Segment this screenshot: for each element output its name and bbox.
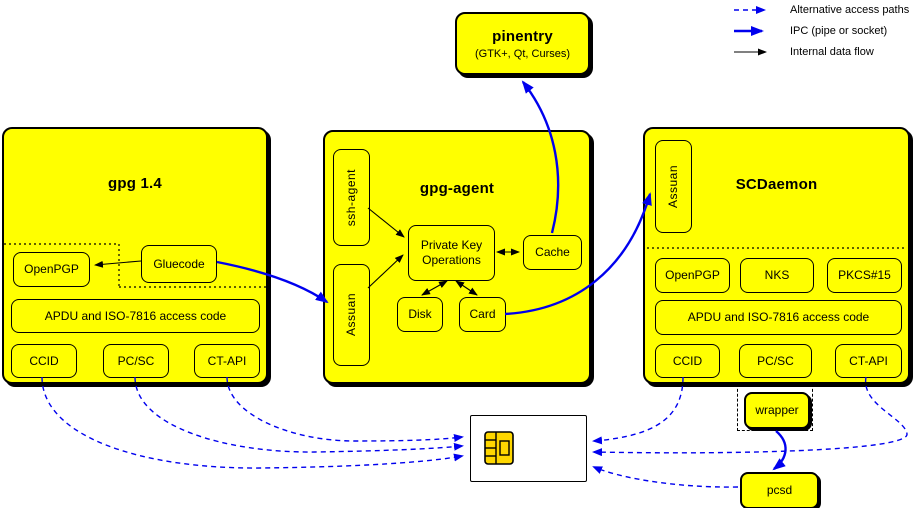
smartcard-chip-icon: [484, 431, 514, 465]
scdaemon-title: SCDaemon: [735, 176, 818, 193]
gpg14-title: gpg 1.4: [108, 175, 162, 192]
legend-label-ipc: IPC (pipe or socket): [790, 25, 888, 37]
scdaemon-pkcs15-node: PKCS#15: [827, 258, 902, 293]
alt-scdaemon-ccid-to-card: [592, 376, 684, 445]
gpg-agent-box: gpg-agent ssh-agent Assuan Private Key O…: [323, 130, 591, 384]
gpg14-pcsc-node: PC/SC: [103, 344, 169, 378]
alt-gpg14-ctapi-to-card: [226, 376, 464, 442]
scdaemon-ccid-node: CCID: [655, 344, 720, 378]
gpg-agent-title: gpg-agent: [419, 180, 495, 197]
pcsd-node: pcsd: [740, 472, 819, 508]
scdaemon-ctapi-node: CT-API: [835, 344, 902, 378]
ipc-wrapper-to-pcsd: [772, 430, 787, 471]
gpg14-openpgp-node: OpenPGP: [13, 252, 90, 287]
gpg-agent-cache-node: Cache: [523, 235, 582, 270]
alt-pcsd-to-card: [592, 466, 739, 488]
wrapper-node: wrapper: [744, 392, 810, 429]
scdaemon-box: SCDaemon Assuan OpenPGP NKS PKCS#15 APDU…: [643, 127, 910, 384]
gpg14-box: gpg 1.4 OpenPGP Gluecode APDU and ISO-78…: [2, 127, 268, 384]
gpg14-gluecode-node: Gluecode: [141, 245, 217, 283]
alt-gpg14-ccid-to-card: [41, 376, 464, 469]
scdaemon-pcsc-node: PC/SC: [739, 344, 812, 378]
gpg14-ctapi-node: CT-API: [194, 344, 260, 378]
scdaemon-assuan-node: Assuan: [655, 140, 692, 233]
scdaemon-nks-node: NKS: [740, 258, 814, 293]
gpg14-apdu-node: APDU and ISO-7816 access code: [11, 299, 260, 333]
alt-gpg14-pcsc-to-card: [134, 376, 464, 453]
legend-label-alternative-access: Alternative access paths: [790, 4, 910, 16]
gpg-agent-assuan-node: Assuan: [333, 264, 370, 366]
gpg-agent-private-key-operations-node: Private Key Operations: [408, 225, 495, 281]
smartcard: [470, 415, 587, 482]
pinentry-subtitle: (GTK+, Qt, Curses): [474, 47, 571, 60]
gpg-agent-ssh-agent-node: ssh-agent: [333, 149, 370, 246]
scdaemon-apdu-node: APDU and ISO-7816 access code: [655, 300, 902, 335]
gpg-agent-disk-node: Disk: [397, 297, 443, 332]
scdaemon-openpgp-node: OpenPGP: [655, 258, 730, 293]
pinentry-box: pinentry (GTK+, Qt, Curses): [455, 12, 590, 75]
legend-label-internal-flow: Internal data flow: [790, 46, 874, 58]
gpg14-ccid-node: CCID: [11, 344, 77, 378]
gpg-agent-card-node: Card: [459, 297, 506, 332]
pinentry-title: pinentry: [492, 27, 553, 45]
